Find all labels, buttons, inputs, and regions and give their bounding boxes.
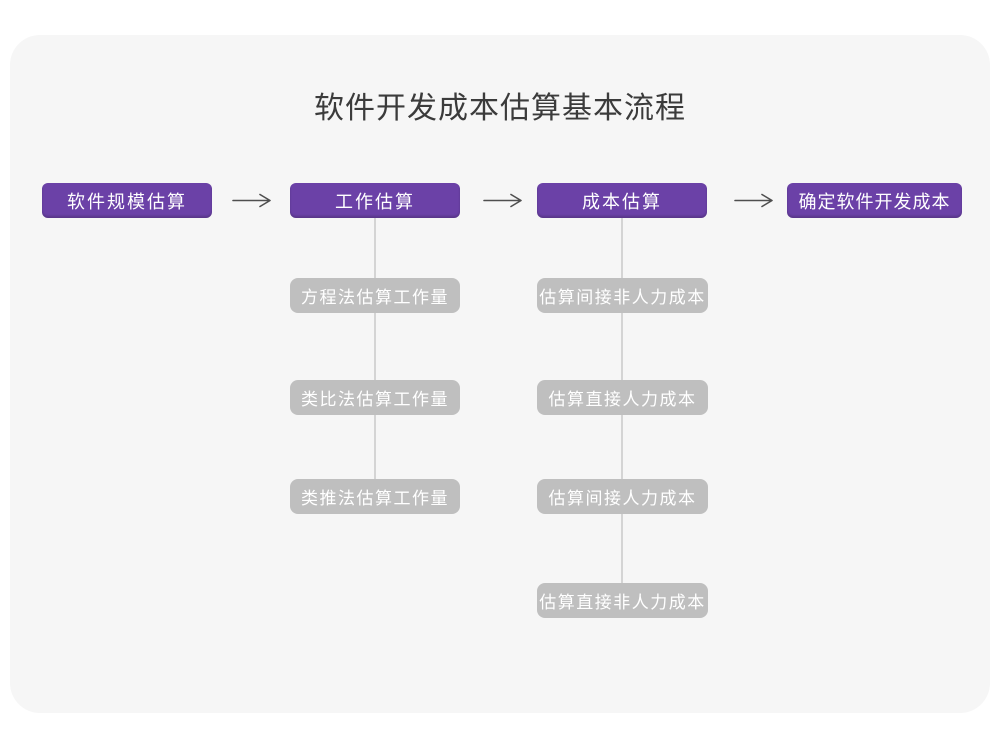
sub-step-label: 方程法估算工作量 xyxy=(301,288,449,307)
sub-step-indirect-labor-cost: 估算间接人力成本 xyxy=(537,479,708,514)
diagram-canvas xyxy=(10,35,990,713)
stage-label: 工作估算 xyxy=(335,191,415,212)
diagram-title: 软件开发成本估算基本流程 xyxy=(314,92,686,125)
sub-step-analogy-method: 类比法估算工作量 xyxy=(290,380,460,415)
stage-label: 软件规模估算 xyxy=(67,191,187,212)
sub-step-direct-labor-cost: 估算直接人力成本 xyxy=(537,380,708,415)
connector-line-work-estimation xyxy=(374,218,376,498)
right-arrow-icon xyxy=(483,193,522,208)
stage-box-work-estimation: 工作估算 xyxy=(290,183,460,218)
stage-box-determine-dev-cost: 确定软件开发成本 xyxy=(787,183,962,218)
sub-step-label: 估算直接非人力成本 xyxy=(539,593,706,612)
sub-step-label: 估算间接非人力成本 xyxy=(539,288,706,307)
stage-box-cost-estimation: 成本估算 xyxy=(537,183,707,218)
sub-step-label: 估算直接人力成本 xyxy=(548,390,697,409)
sub-step-extrapolation-method: 类推法估算工作量 xyxy=(290,479,460,514)
right-arrow-icon xyxy=(734,193,773,208)
sub-step-indirect-nonlabor-cost: 估算间接非人力成本 xyxy=(537,278,708,313)
sub-step-direct-nonlabor-cost: 估算直接非人力成本 xyxy=(537,583,708,618)
right-arrow-icon xyxy=(232,193,271,208)
sub-step-equation-method: 方程法估算工作量 xyxy=(290,278,460,313)
stage-label: 成本估算 xyxy=(582,191,662,212)
stage-box-software-scale-estimation: 软件规模估算 xyxy=(42,183,212,218)
sub-step-label: 类比法估算工作量 xyxy=(301,390,449,409)
sub-step-label: 估算间接人力成本 xyxy=(548,489,697,508)
stage-label: 确定软件开发成本 xyxy=(798,191,951,212)
sub-step-label: 类推法估算工作量 xyxy=(301,489,449,508)
